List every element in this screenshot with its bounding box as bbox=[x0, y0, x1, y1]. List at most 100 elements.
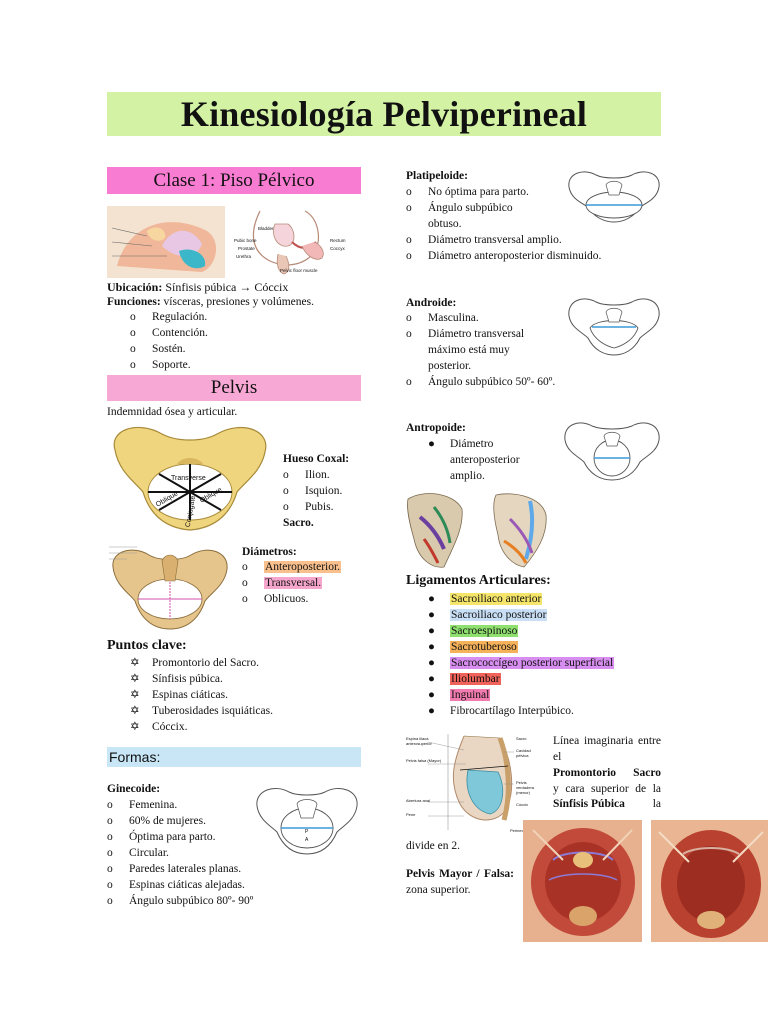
list-item: ✡Cóccix. bbox=[130, 721, 188, 733]
linea-imaginaria-text: Línea imaginaria entre el bbox=[553, 735, 661, 763]
highlight-transversal: Transversal. bbox=[264, 577, 323, 589]
section-heading-pelvis: Pelvis bbox=[107, 375, 361, 401]
pelvis-label-a: A bbox=[305, 837, 309, 843]
androide-label: Androide: bbox=[406, 297, 457, 309]
fig-label-pelvis-falsa: Pelvis falsa (Mayor) bbox=[406, 758, 442, 763]
list-item: ✡Sínfisis púbica. bbox=[130, 673, 223, 685]
platipeloide-label: Platipeloide: bbox=[406, 170, 468, 182]
platipeloide-pelvis-figure bbox=[566, 167, 662, 225]
fig-label-perineo: Perineo bbox=[510, 828, 524, 833]
pelvis-sagittal-figure: Espina iliaca anterosuperior Pelvis fals… bbox=[404, 730, 544, 838]
list-item: ✡Espinas ciáticas. bbox=[130, 689, 229, 701]
section-heading-text: Clase 1: Piso Pélvico bbox=[153, 169, 315, 191]
list-item: ✡Promontorio del Sacro. bbox=[130, 657, 259, 669]
list-item: ●Inguinal bbox=[428, 689, 491, 701]
fig-label-pene: Pene bbox=[406, 812, 416, 817]
list-item: ●Iliolumbar bbox=[428, 673, 501, 685]
fig-label-pelvic-floor-muscle: Pelvic floor muscle bbox=[280, 268, 318, 273]
linea-divide: divide en 2. bbox=[406, 840, 460, 852]
fig-label-sacro: Sacro bbox=[516, 736, 527, 741]
pelvic-floor-figure-right: Bladder Pubic bone Prostate Urethra Rect… bbox=[230, 206, 362, 278]
list-item: ●Sacroiliaco anterior bbox=[428, 593, 543, 605]
ligament-inguinal: Inguinal bbox=[450, 689, 491, 701]
androide-pelvis-figure bbox=[566, 294, 662, 358]
ligament-figure-left bbox=[404, 489, 466, 571]
puntos-clave-heading: Puntos clave: bbox=[107, 638, 187, 653]
diametros-block: Diámetros: bbox=[242, 544, 297, 560]
ligament-sacroiliaco-posterior: Sacroiliaco posterior bbox=[450, 609, 548, 621]
ubicacion-text: Sínfisis púbica → Cóccix bbox=[165, 280, 289, 294]
fig-label-pubic-bone: Pubic bone bbox=[234, 238, 257, 243]
list-item: ●Sacroespinoso bbox=[428, 625, 519, 637]
fig-label-rectum: Rectum bbox=[330, 238, 346, 243]
list-item: ●Sacroiliaco posterior bbox=[428, 609, 548, 621]
ligamentos-heading: Ligamentos Articulares: bbox=[406, 573, 551, 588]
list-item: ✡Tuberosidades isquiáticas. bbox=[130, 705, 273, 717]
ligament-figure-right bbox=[490, 489, 550, 571]
linea-promontorio: Promontorio Sacro bbox=[553, 767, 661, 779]
fig-label-urethra: Urethra bbox=[236, 254, 252, 259]
ubicacion-line: Ubicación: Sínfisis púbica → Cóccix bbox=[107, 279, 288, 295]
fig-label-espina: Espina iliaca anterosuperior bbox=[406, 736, 432, 746]
hueso-coxal-block: Hueso Coxal: bbox=[283, 451, 349, 467]
fig-label-cavidad: Cavidad pélvica bbox=[516, 748, 531, 758]
fig-label-bladder: Bladder bbox=[258, 226, 274, 231]
diametros-label: Diámetros: bbox=[242, 546, 297, 558]
list-item: ●Diámetro anteroposterior amplio. bbox=[428, 438, 520, 482]
pelvic-floor-photo-right bbox=[651, 820, 768, 942]
pelvis-intro: Indemnidad ósea y articular. bbox=[107, 406, 238, 418]
puntos-clave-list: ✡Promontorio del Sacro. ✡Sínfisis púbica… bbox=[130, 655, 273, 735]
list-item: ●Fibrocartílago Interpúbico. bbox=[428, 705, 574, 717]
pelvis-mayor-text: Pelvis Mayor / Falsa: zona superior. bbox=[406, 868, 514, 896]
page-title: Kinesiología Pelviperineal bbox=[180, 94, 588, 134]
ginecoide-pelvis-figure: P A bbox=[253, 782, 361, 860]
fig-label-abertura-anal: Abertura anal bbox=[406, 798, 431, 803]
ligament-sacroiliaco-anterior: Sacroiliaco anterior bbox=[450, 593, 543, 605]
fig-label-pelvis-verdadera: Pelvis verdadera (menor) bbox=[516, 780, 535, 795]
section-heading-formas: Formas: bbox=[107, 747, 361, 767]
section-heading-text: Formas: bbox=[109, 749, 161, 765]
antropoide-pelvis-figure bbox=[562, 418, 662, 484]
highlight-anteroposterior: Anteroposterior. bbox=[264, 561, 342, 573]
pelvis-label-p: P bbox=[305, 829, 309, 835]
section-heading-clase1: Clase 1: Piso Pélvico bbox=[107, 167, 361, 194]
hueso-coxal-label: Hueso Coxal: bbox=[283, 453, 350, 465]
antropoide-label: Antropoide: bbox=[406, 422, 466, 434]
list-item: ●Sacrococcígeo posterior superficial bbox=[428, 657, 615, 669]
pelvic-floor-figure-left bbox=[107, 206, 225, 278]
ligament-sacroespinoso: Sacroespinoso bbox=[450, 625, 519, 637]
linea-cara-superior: y cara superior de la bbox=[553, 783, 661, 795]
fig-label-coccix: Cóccix bbox=[516, 802, 529, 807]
title-banner: Kinesiología Pelviperineal bbox=[107, 92, 661, 136]
